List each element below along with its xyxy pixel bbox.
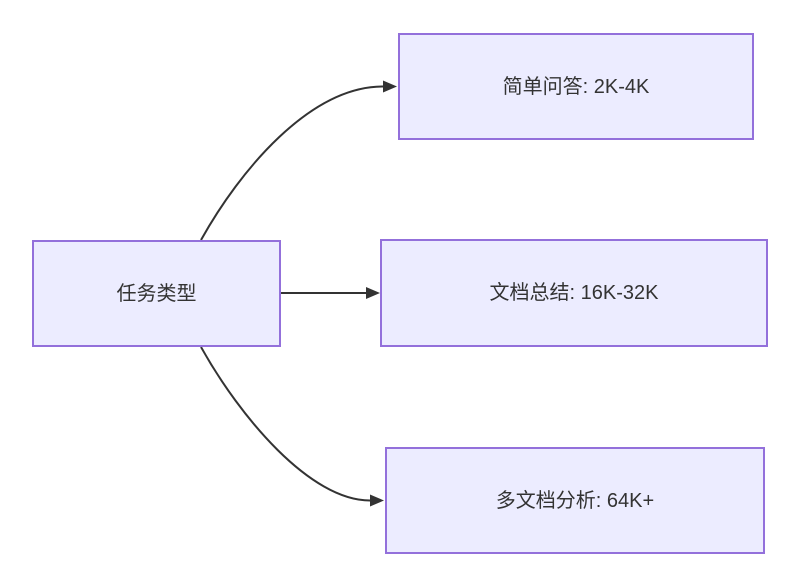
edge-task-to-simple-qa [200, 80, 397, 241]
node-simple-qa: 简单问答: 2K-4K [398, 33, 754, 140]
node-multidoc-analysis: 多文档分析: 64K+ [385, 447, 765, 554]
node-task-type-label: 任务类型 [116, 282, 197, 305]
node-task-type: 任务类型 [32, 240, 281, 347]
node-simple-qa-label: 简单问答: 2K-4K [502, 75, 650, 98]
edge-task-to-multidoc [200, 346, 384, 507]
node-doc-summary-label: 文档总结: 16K-32K [489, 282, 659, 304]
node-multidoc-analysis-label: 多文档分析: 64K+ [495, 489, 655, 512]
node-doc-summary: 文档总结: 16K-32K [380, 239, 768, 347]
